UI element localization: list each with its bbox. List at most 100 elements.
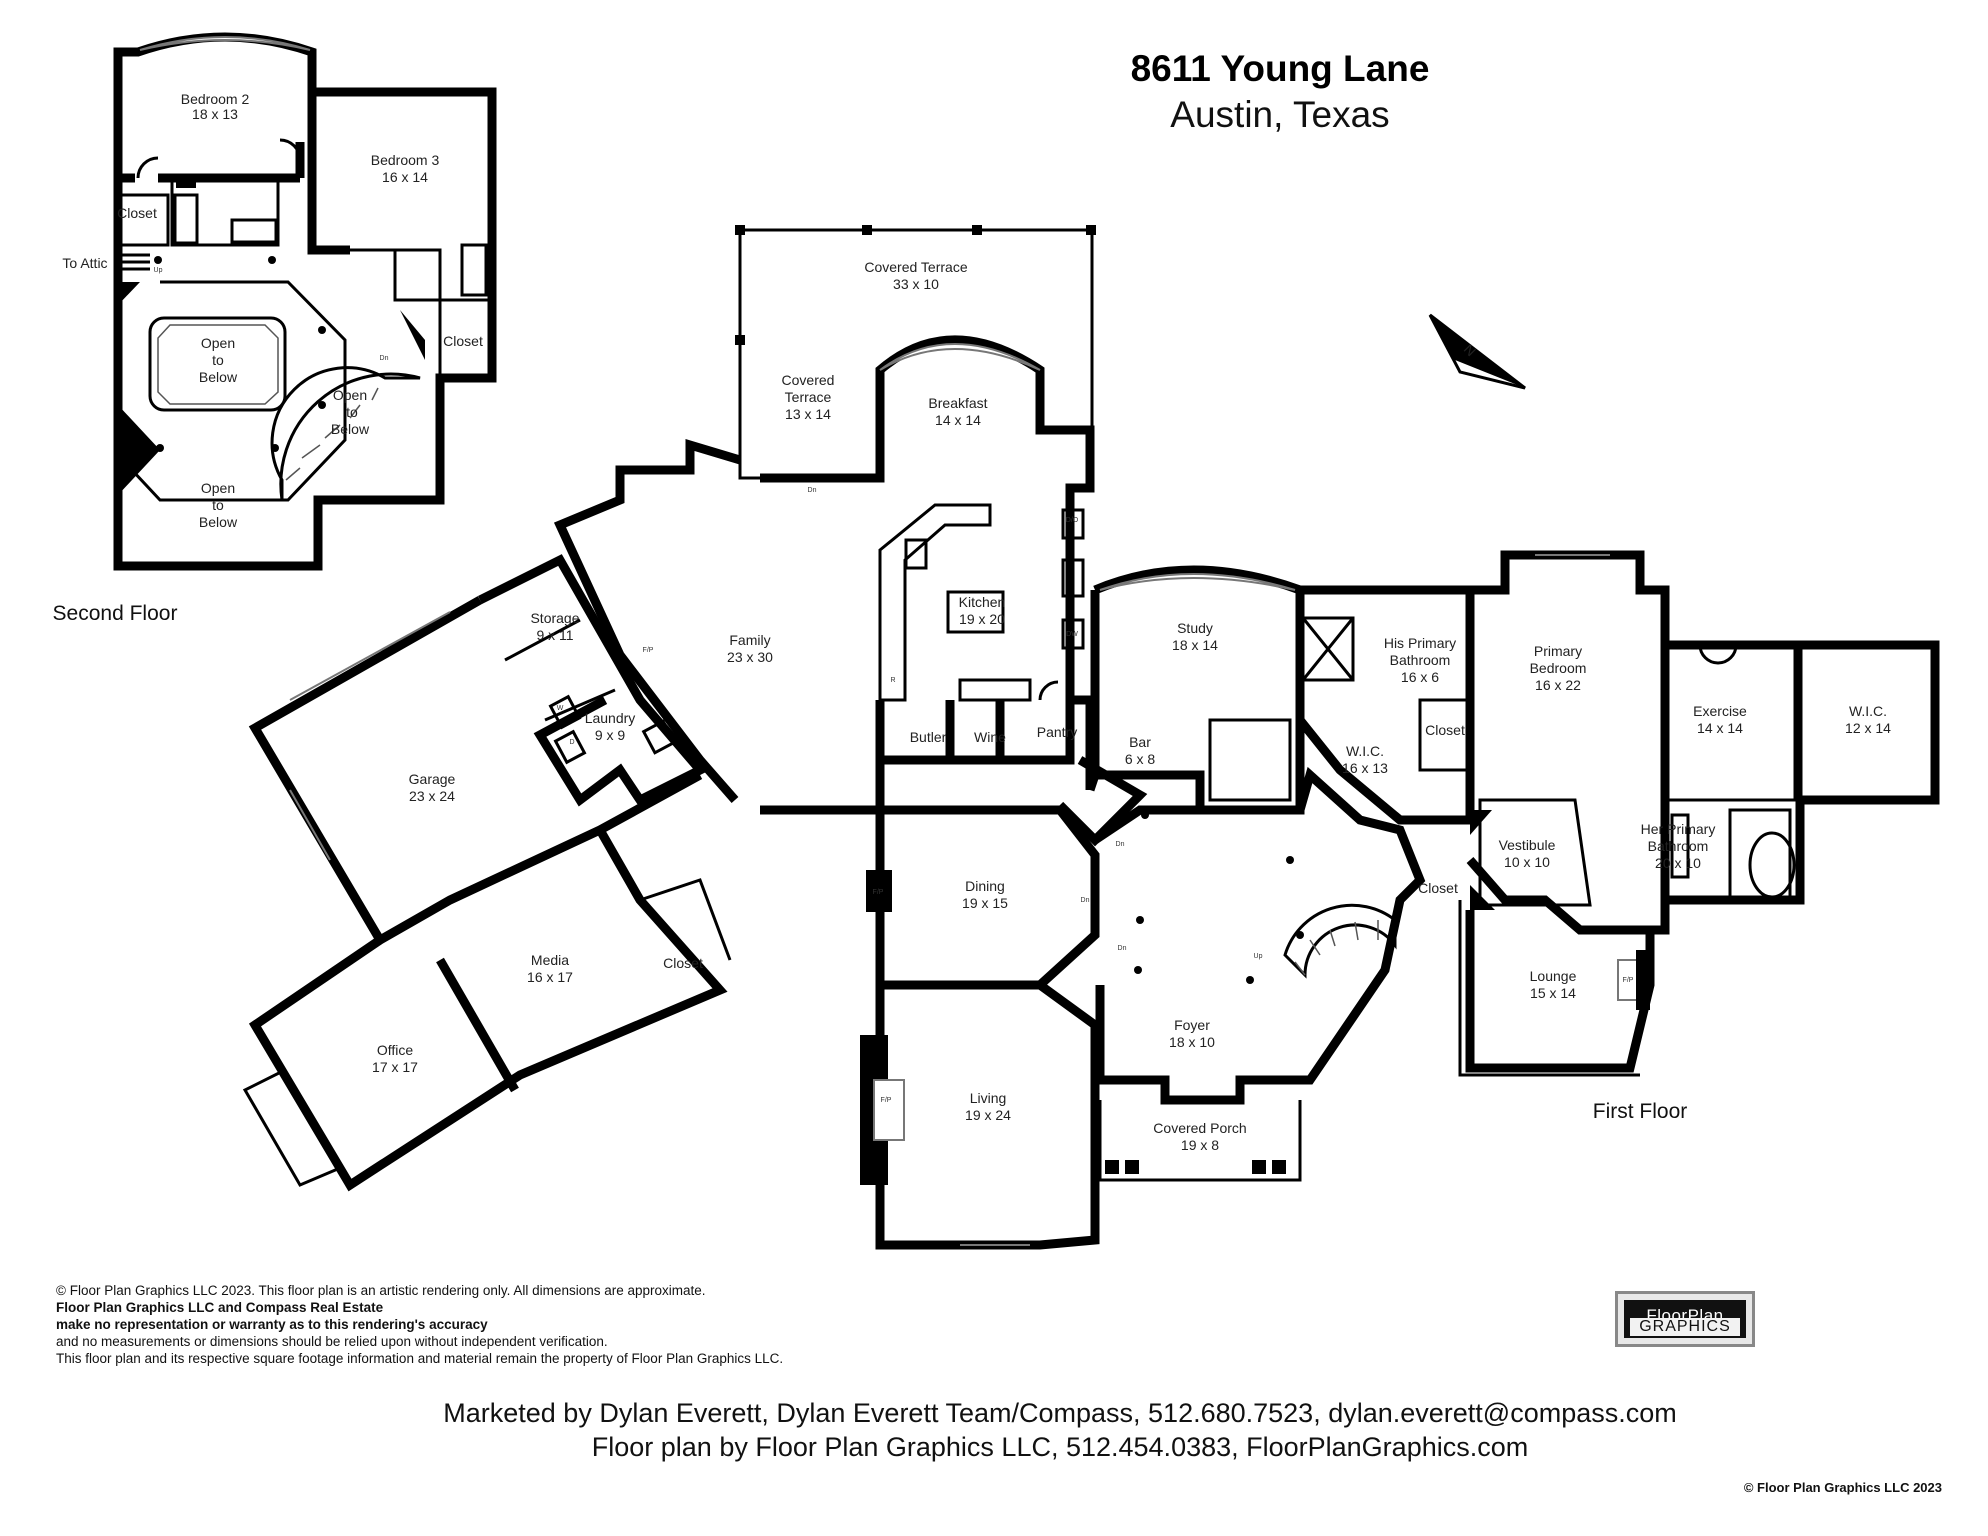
kitchen-island (946, 590, 1005, 634)
office-name: Office (377, 1042, 414, 1058)
marketed-by-line: Marketed by Dylan Everett, Dylan Everett… (443, 1398, 1677, 1428)
living-size: 19 x 24 (965, 1107, 1011, 1123)
tag-fp-living: F/P (881, 1097, 892, 1104)
foyer-wall (1092, 766, 1426, 1105)
range (1061, 558, 1085, 598)
family-name: Family (729, 632, 770, 648)
vestibule-outline (1478, 798, 1592, 907)
study-wall (1090, 565, 1305, 815)
his-bath-wall (1296, 585, 1475, 825)
vestibule-name: Vestibule (1499, 837, 1556, 853)
open-below-2a: Open (333, 387, 367, 403)
tag-dn-breakfast: Dn (808, 487, 817, 494)
her-tub-surround (1728, 808, 1792, 902)
his-closet (1418, 698, 1472, 772)
column-dots-foyer (1134, 811, 1304, 984)
foyer-size: 18 x 10 (1169, 1034, 1215, 1050)
bedroom3-size: 16 x 14 (382, 169, 428, 185)
living-wall (875, 980, 1100, 1250)
foyer-stair-treads (1294, 920, 1379, 976)
closet-b3-label: Closet (443, 333, 483, 349)
tag-fp-lounge: F/P (1623, 977, 1634, 984)
open-below-3c: Below (199, 514, 238, 530)
covered-porch-name: Covered Porch (1153, 1120, 1246, 1136)
her-vanity (1670, 813, 1690, 879)
terrace-posts (735, 225, 1096, 345)
room-labels: Bedroom 2 18 x 13 Bedroom 3 16 x 14 Clos… (53, 91, 1892, 1153)
closet-his-label: Closet (1425, 722, 1465, 738)
logo-line-2: GRAPHICS (1630, 1318, 1740, 1336)
her-bath-name1: Her Primary (1641, 821, 1716, 837)
her-bath-name2: Bathroom (1648, 838, 1709, 854)
porch-columns (1105, 1160, 1286, 1174)
bedroom2-bay-window (139, 36, 311, 51)
her-bath-size: 20 x 10 (1655, 855, 1701, 871)
vestibule-corner-2 (1470, 885, 1495, 910)
butler-label: Butler (910, 729, 947, 745)
dryer (553, 729, 587, 765)
office-media-divider (436, 957, 519, 1093)
bedroom3-bath (350, 248, 442, 378)
study-bay-window (1099, 573, 1296, 591)
open-below-rail-inner (157, 324, 279, 405)
floorplan-graphics-logo: FloorPlan GRAPHICS (1615, 1291, 1755, 1347)
tag-d-laundry: D (569, 739, 574, 746)
first-floor-label: First Floor (1593, 1100, 1688, 1123)
second-floor-stair (270, 366, 421, 501)
his-bath-name1: His Primary (1384, 635, 1456, 651)
family-left-wall (760, 700, 885, 815)
dining-fireplace (866, 870, 892, 912)
storage-size: 9 x 11 (536, 627, 573, 643)
copyright-notice: © Floor Plan Graphics LLC 2023 (1743, 1480, 1942, 1495)
lounge-size: 15 x 14 (1530, 985, 1576, 1001)
bedroom3-tub (460, 243, 488, 297)
garage-door-left (289, 789, 331, 861)
second-floor-label: Second Floor (53, 602, 178, 625)
first-floor-plan (242, 225, 1940, 1250)
second-floor-plan (113, 32, 497, 571)
column-dots-second (154, 256, 326, 452)
laundry-name: Laundry (585, 710, 636, 726)
breakfast-bay-window (879, 343, 1041, 371)
garage-name: Garage (409, 771, 456, 787)
refrigerator-unit (1061, 618, 1085, 650)
closet-b2-label: Closet (117, 205, 157, 221)
wic-his-name: W.I.C. (1346, 743, 1384, 759)
pantry-door (1038, 680, 1059, 701)
disclaimer-line-4: and no measurements or dimensions should… (56, 1334, 608, 1349)
his-bath-size: 16 x 6 (1401, 669, 1439, 685)
tag-up-foyer: Up (1254, 953, 1263, 960)
bedroom2-bath-wall (118, 142, 305, 183)
his-bath-name2: Bathroom (1390, 652, 1451, 668)
vestibule-corner (1470, 810, 1492, 835)
kitchen-sink (904, 538, 928, 570)
dining-name: Dining (965, 878, 1005, 894)
covered-porch-size: 19 x 8 (1181, 1137, 1219, 1153)
corner-fill-3 (400, 310, 425, 360)
family-size: 23 x 30 (727, 649, 773, 665)
door-arc-b2b (279, 138, 302, 161)
open-below-2c: Below (331, 421, 370, 437)
wic-her-size: 12 x 14 (1845, 720, 1891, 736)
exercise-door-top (1698, 644, 1738, 665)
covered-terrace-left-size: 13 x 14 (785, 406, 831, 422)
bar-name: Bar (1129, 734, 1151, 750)
media-size: 16 x 17 (527, 969, 573, 985)
credits-block: Marketed by Dylan Everett, Dylan Everett… (300, 1396, 1820, 1464)
garage-door-top (289, 611, 451, 701)
primary-bedroom-name2: Bedroom (1530, 660, 1587, 676)
double-oven (1061, 508, 1085, 540)
disclaimer-line-1: © Floor Plan Graphics LLC 2023. This flo… (56, 1283, 706, 1298)
disclaimer-line-2: Floor Plan Graphics LLC and Compass Real… (56, 1300, 384, 1315)
his-shower (1301, 616, 1355, 682)
family-room-wall (553, 438, 742, 803)
bathroom-outline (170, 178, 280, 247)
storage-laundry-wall (477, 554, 708, 807)
vestibule-size: 10 x 10 (1504, 854, 1550, 870)
disclaimer-line-3: make no representation or warranty as to… (56, 1317, 488, 1332)
wine-label: Wine (974, 729, 1006, 745)
tag-dw-kitchen: DW (1066, 631, 1078, 638)
bar-size: 6 x 8 (1125, 751, 1156, 767)
wic-his-size: 16 x 13 (1342, 760, 1388, 776)
